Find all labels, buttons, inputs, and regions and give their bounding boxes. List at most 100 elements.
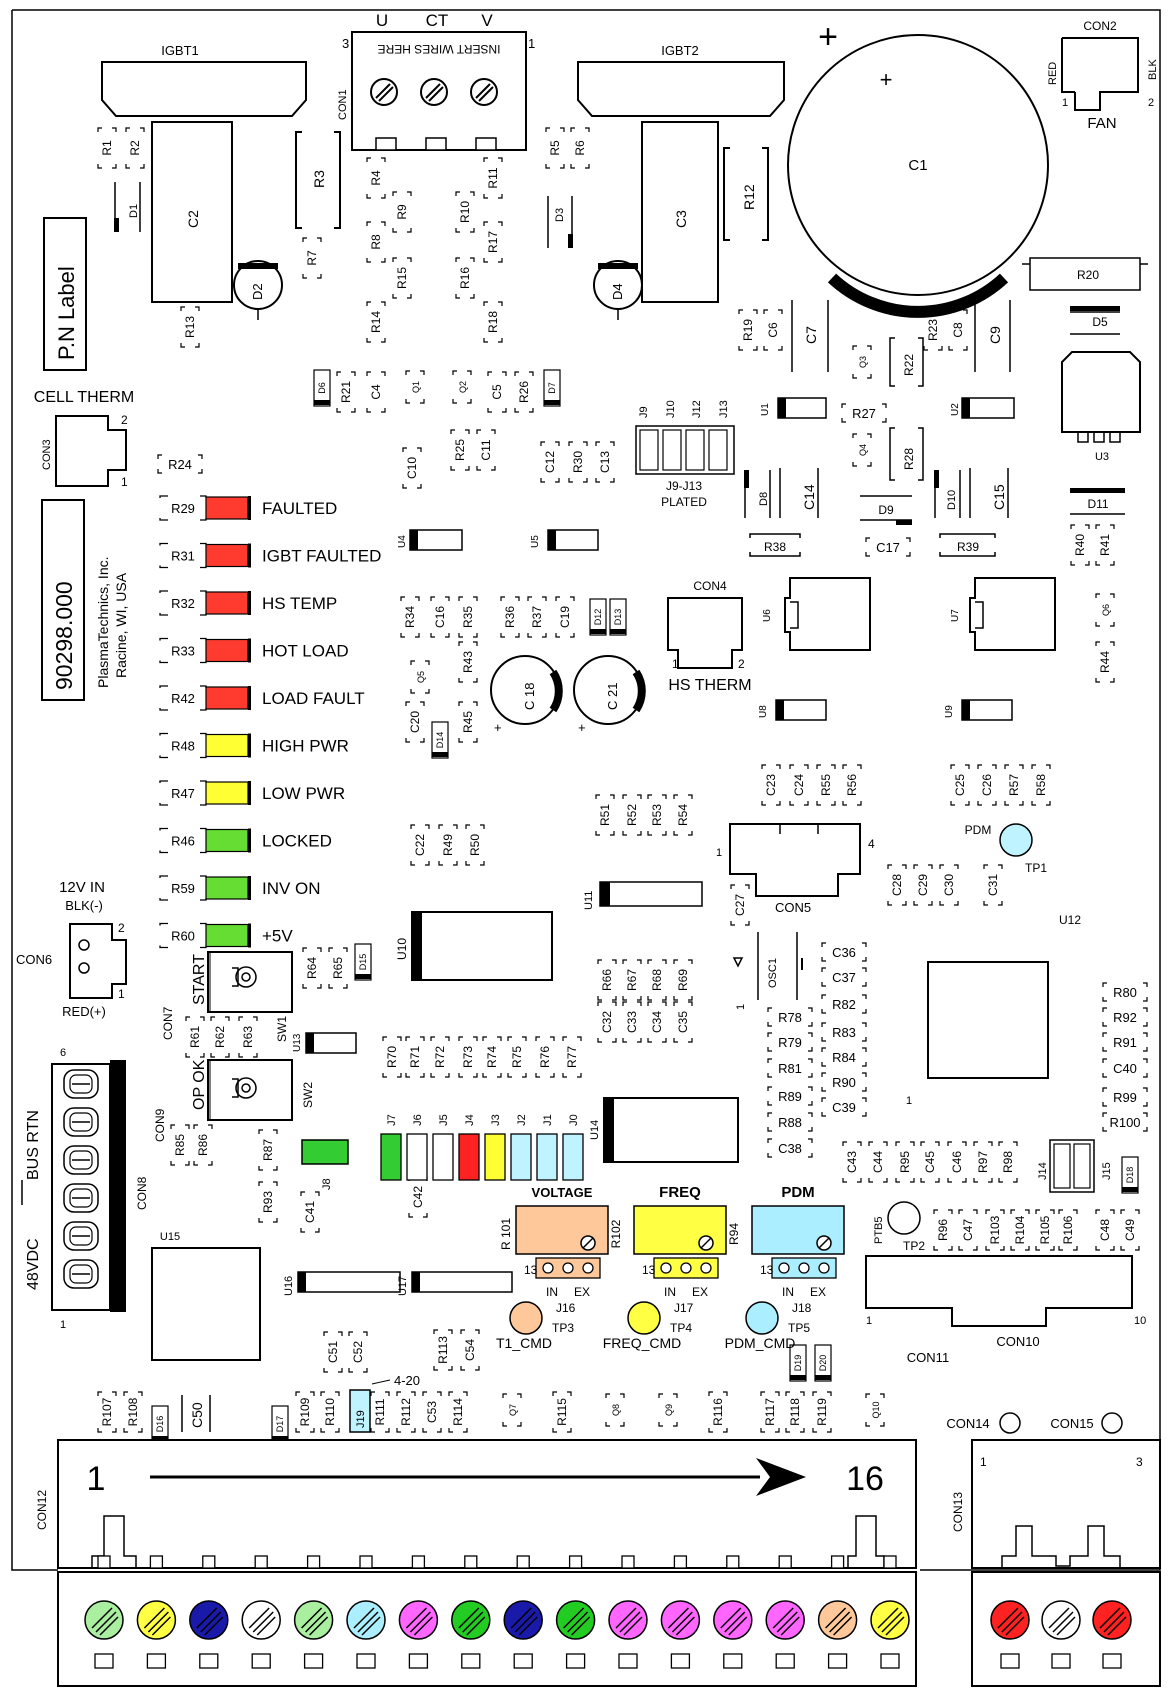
- r28-resistor: [889, 427, 924, 481]
- con8-screws: [63, 1069, 99, 1289]
- smd-label: R54: [676, 804, 690, 826]
- con13-connector: CON13 1 3: [951, 1439, 1161, 1569]
- smd-label: R55: [819, 774, 833, 796]
- smd-label: Q10: [871, 1401, 881, 1418]
- smd-label: R18: [486, 311, 500, 333]
- svg-text:4: 4: [868, 837, 875, 851]
- jumper-label: J7: [386, 1114, 398, 1126]
- smd-c19: C19: [555, 596, 575, 638]
- wire-terminal-c12-4: [241, 1600, 281, 1669]
- wire-terminal-c12-7: [398, 1600, 439, 1669]
- smd-label: R97: [976, 1151, 990, 1173]
- jumper-j1: J1: [536, 1114, 558, 1181]
- smd-label: R68: [650, 969, 664, 991]
- smd-r62: R62: [210, 1016, 230, 1058]
- smd-label: C49: [1123, 1219, 1137, 1241]
- u13-chip: U13: [292, 1032, 357, 1054]
- svg-text:TP2: TP2: [903, 1239, 925, 1253]
- smd-label: R105: [1038, 1215, 1052, 1244]
- svg-text:CON15: CON15: [1050, 1416, 1093, 1431]
- company-city: Racine, WI, USA: [113, 572, 129, 678]
- svg-text:CON12: CON12: [35, 1490, 49, 1530]
- smd-q6: Q6: [1095, 593, 1115, 627]
- igbt2-label: IGBT2: [661, 43, 699, 58]
- smd-c38: C38: [767, 1138, 813, 1158]
- pot-tp: TP4: [670, 1321, 692, 1335]
- pot-title: PDM: [781, 1184, 814, 1201]
- j19-jumper: J19 4-20: [349, 1373, 420, 1433]
- smd-label: C51: [326, 1341, 340, 1363]
- smd-r37: R37: [527, 596, 547, 638]
- smd-label: C41: [303, 1201, 317, 1223]
- smd-q2: Q2: [452, 370, 472, 404]
- smd-label: R91: [1113, 1035, 1137, 1050]
- smd-r63: R63: [238, 1016, 258, 1058]
- smd-c32: C32: [597, 1001, 617, 1043]
- smd-r71: R71: [405, 1036, 425, 1078]
- smd-label: R30: [571, 451, 585, 473]
- r20-resistor: [1029, 257, 1141, 291]
- wire-terminal-c12-5: [293, 1600, 334, 1669]
- smd-label: R72: [433, 1046, 447, 1068]
- r28-label: R28: [902, 448, 916, 470]
- smd-r76: R76: [535, 1036, 555, 1078]
- wire-terminal-c12-10: [555, 1600, 596, 1669]
- smd-r61: R61: [185, 1016, 205, 1058]
- svg-text:U15: U15: [160, 1231, 180, 1243]
- tp1-test-point: PDM TP1: [965, 823, 1048, 875]
- diode-d17: D17: [271, 1405, 289, 1443]
- pot-pin: 13: [524, 1263, 538, 1277]
- smd-r41: R41: [1095, 524, 1115, 566]
- smd-c30: C30: [939, 864, 959, 906]
- diode-label: D17: [275, 1416, 285, 1433]
- smd-label: R89: [778, 1089, 802, 1104]
- smd-c8: C8: [948, 309, 968, 351]
- smd-label: R40: [1073, 534, 1087, 556]
- smd-c16: C16: [430, 596, 450, 638]
- smd-label: C54: [463, 1339, 477, 1361]
- smd-label: C19: [558, 606, 572, 628]
- smd-label: C10: [405, 457, 419, 479]
- svg-text:D11: D11: [1087, 497, 1108, 511]
- smd-r110: R110: [320, 1391, 340, 1433]
- led-indicator: [205, 733, 249, 758]
- smd-label: C40: [1113, 1061, 1137, 1076]
- smd-r35: R35: [458, 596, 478, 638]
- smd-c25: C25: [950, 764, 970, 806]
- c18-capacitor: C 18 +: [490, 655, 563, 735]
- smd-label: R9: [395, 204, 409, 220]
- smd-label: R58: [1034, 774, 1048, 796]
- jumper-j5: J5: [432, 1114, 454, 1181]
- smd-label: R70: [385, 1046, 399, 1068]
- r20-label: R20: [1077, 268, 1099, 282]
- smd-label: R87: [261, 1139, 275, 1161]
- c15-label: C15: [991, 484, 1007, 510]
- smd-label: R53: [650, 804, 664, 826]
- con1-pin3: 3: [342, 36, 349, 51]
- smd-r105: R105: [1035, 1209, 1055, 1251]
- smd-r96: R96: [933, 1209, 953, 1251]
- smd-r119: R119: [812, 1391, 832, 1433]
- r22-label: R22: [902, 354, 916, 376]
- smd-r24: R24: [157, 454, 203, 474]
- con12-pins: [97, 1555, 897, 1569]
- pot-in: IN: [546, 1285, 558, 1299]
- c14-capacitor: [779, 468, 819, 518]
- smd-r72: R72: [430, 1036, 450, 1078]
- smd-r45: R45: [458, 701, 478, 743]
- svg-text:C 18: C 18: [522, 683, 537, 710]
- r3-resistor: [295, 131, 341, 229]
- wire-terminal-c12-13: [713, 1600, 753, 1669]
- svg-text:16: 16: [846, 1460, 884, 1498]
- smd-label: R73: [461, 1046, 475, 1068]
- wire-terminal-c12-1: [84, 1600, 124, 1669]
- con2-blk: BLK: [1147, 59, 1159, 80]
- svg-text:J9-J13: J9-J13: [666, 479, 702, 493]
- svg-text:U11: U11: [583, 891, 595, 910]
- wire-terminal-c13-1: [990, 1600, 1030, 1669]
- smd-label: R19: [741, 319, 755, 341]
- smd-label: R107: [100, 1397, 114, 1426]
- smd-r53: R53: [647, 794, 667, 836]
